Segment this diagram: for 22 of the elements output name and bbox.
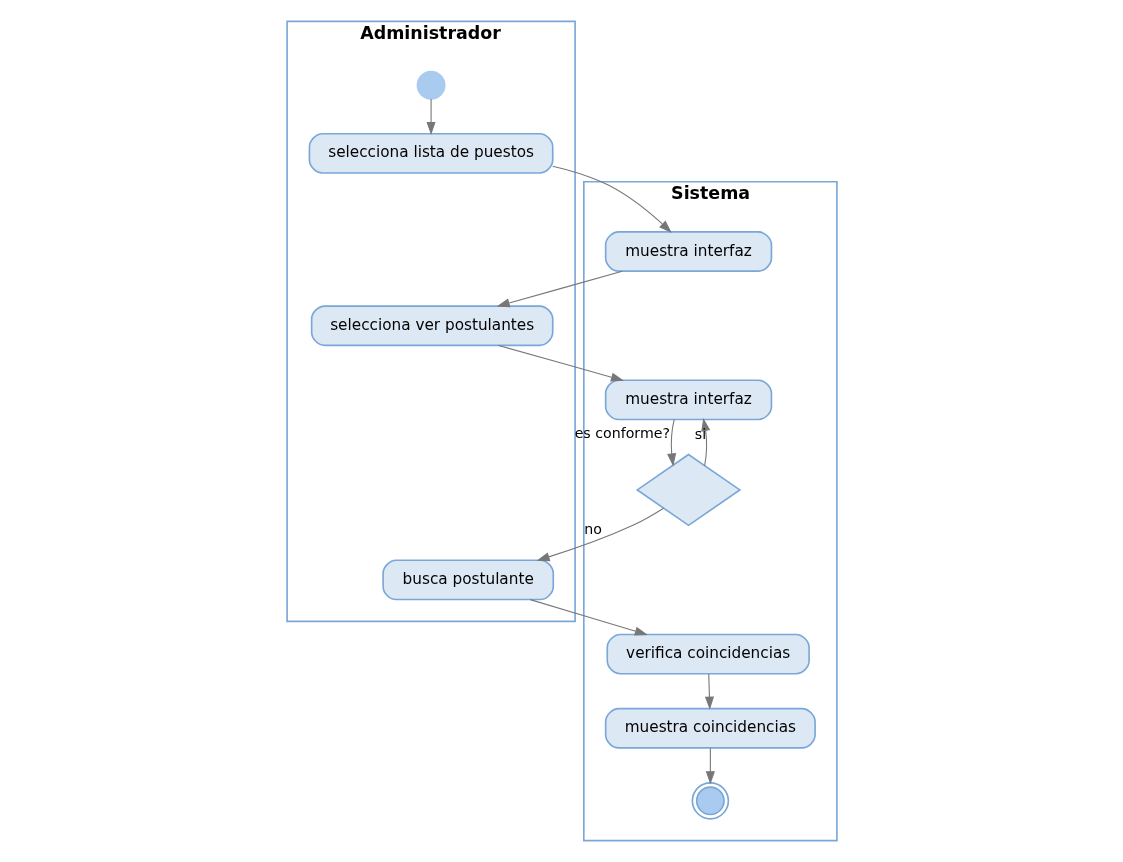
- node-box: muestra coincidencias: [604, 707, 816, 749]
- node-box: muestra interfaz: [604, 379, 772, 421]
- node-box: selecciona lista de puestos: [308, 132, 554, 174]
- node-box: verifica coincidencias: [605, 633, 810, 675]
- arrow: [536, 507, 664, 562]
- arrow: [705, 747, 715, 785]
- node-circle: [691, 782, 729, 820]
- arrow: [497, 344, 624, 382]
- edge-label: no: [583, 521, 602, 538]
- arrow: [704, 673, 714, 710]
- arrow: [426, 98, 436, 135]
- arrow: [666, 419, 676, 467]
- node-box: selecciona ver postulantes: [310, 305, 554, 347]
- node-circle: [416, 70, 446, 100]
- arrow: [551, 165, 672, 233]
- node-box: busca postulante: [381, 559, 554, 601]
- arrow: [529, 599, 648, 636]
- arrow: [496, 270, 623, 308]
- edge-label: si: [694, 425, 706, 442]
- node-box: muestra interfaz: [604, 231, 772, 272]
- edge-label: es conforme?: [574, 425, 670, 442]
- arrow: [700, 418, 710, 467]
